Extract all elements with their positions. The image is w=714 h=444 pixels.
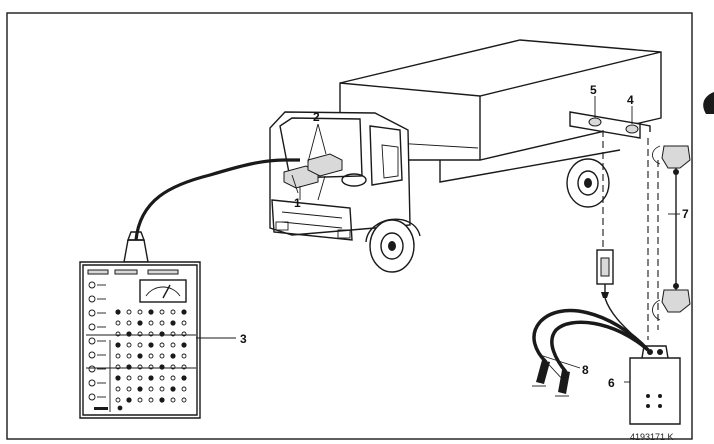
tester-socket bbox=[126, 309, 132, 315]
label-8: 8 bbox=[582, 363, 589, 377]
control-unit-left bbox=[283, 165, 319, 189]
tester-socket bbox=[126, 342, 132, 348]
label-2: 2 bbox=[313, 110, 320, 124]
tester-switch bbox=[88, 365, 96, 373]
tester-switch bbox=[88, 379, 96, 387]
tester-socket bbox=[159, 353, 165, 359]
tester-cable bbox=[134, 158, 300, 241]
figure-reference: 4193171 K bbox=[630, 432, 674, 442]
tester-socket bbox=[181, 331, 187, 337]
cable-clamps-8 bbox=[532, 308, 650, 397]
label-6: 6 bbox=[608, 376, 615, 390]
margin-mark bbox=[703, 92, 714, 114]
tester-socket bbox=[181, 342, 187, 348]
tester-socket bbox=[170, 320, 176, 326]
tester-socket bbox=[181, 364, 187, 370]
label-5: 5 bbox=[590, 83, 597, 97]
tester-socket bbox=[159, 309, 165, 315]
sensor-rod-7 bbox=[652, 145, 691, 321]
tester-socket bbox=[159, 386, 165, 392]
tester-socket bbox=[115, 364, 121, 370]
tester-socket bbox=[126, 386, 132, 392]
tester-socket bbox=[137, 364, 143, 370]
label-3: 3 bbox=[240, 332, 247, 346]
tester-switches bbox=[88, 281, 106, 401]
tester-socket bbox=[137, 331, 143, 337]
tester-socket bbox=[148, 331, 154, 337]
tester-socket bbox=[181, 386, 187, 392]
tester-socket bbox=[170, 386, 176, 392]
tester-unit bbox=[79, 261, 201, 419]
tester-socket bbox=[126, 364, 132, 370]
tester-switch bbox=[88, 309, 96, 317]
tester-socket bbox=[115, 342, 121, 348]
meter-display bbox=[139, 279, 187, 303]
tester-switch bbox=[88, 337, 96, 345]
tester-socket bbox=[137, 353, 143, 359]
tester-socket bbox=[115, 397, 121, 403]
tester-socket bbox=[137, 320, 143, 326]
tester-switch bbox=[88, 295, 96, 303]
tester-switch bbox=[88, 281, 96, 289]
tester-socket bbox=[126, 375, 132, 381]
tester-socket bbox=[170, 309, 176, 315]
tester-socket bbox=[159, 331, 165, 337]
tester-socket bbox=[148, 397, 154, 403]
tester-socket bbox=[181, 320, 187, 326]
tester-socket bbox=[137, 342, 143, 348]
tester-socket bbox=[115, 320, 121, 326]
tester-socket bbox=[148, 342, 154, 348]
tester-socket bbox=[137, 386, 143, 392]
power-box-6 bbox=[629, 345, 681, 425]
label-7: 7 bbox=[682, 207, 689, 221]
tester-socket bbox=[115, 375, 121, 381]
tester-socket bbox=[170, 331, 176, 337]
tester-socket bbox=[148, 309, 154, 315]
tester-socket bbox=[148, 375, 154, 381]
diagram-frame bbox=[6, 12, 693, 440]
tester-socket bbox=[170, 397, 176, 403]
tester-socket bbox=[148, 320, 154, 326]
tester-socket bbox=[137, 375, 143, 381]
tester-socket bbox=[170, 353, 176, 359]
tester-socket bbox=[148, 386, 154, 392]
tester-socket bbox=[115, 331, 121, 337]
tester-switch bbox=[88, 323, 96, 331]
tester-sockets bbox=[115, 309, 187, 403]
label-1: 1 bbox=[294, 196, 301, 210]
sensor-plug bbox=[596, 249, 649, 351]
sensor-bracket bbox=[569, 111, 651, 139]
tester-socket bbox=[159, 397, 165, 403]
tester-socket bbox=[115, 386, 121, 392]
tester-socket bbox=[126, 331, 132, 337]
tester-socket bbox=[181, 375, 187, 381]
tester-socket bbox=[137, 397, 143, 403]
tester-socket bbox=[126, 353, 132, 359]
tester-socket bbox=[148, 353, 154, 359]
tester-socket bbox=[181, 309, 187, 315]
tester-socket bbox=[126, 397, 132, 403]
tester-socket bbox=[126, 320, 132, 326]
tester-switch bbox=[88, 351, 96, 359]
label-4: 4 bbox=[627, 93, 634, 107]
tester-socket bbox=[159, 342, 165, 348]
tester-socket bbox=[159, 320, 165, 326]
tester-socket bbox=[137, 309, 143, 315]
truck bbox=[269, 39, 662, 273]
tester-socket bbox=[170, 375, 176, 381]
tester-socket bbox=[170, 342, 176, 348]
tester-socket bbox=[115, 309, 121, 315]
control-unit-right bbox=[307, 153, 343, 177]
tester-socket bbox=[148, 364, 154, 370]
tester-switch bbox=[88, 393, 96, 401]
tester-socket bbox=[115, 353, 121, 359]
tester-socket bbox=[181, 397, 187, 403]
tester-socket bbox=[181, 353, 187, 359]
tester-socket bbox=[170, 364, 176, 370]
tester-socket bbox=[159, 375, 165, 381]
tester-socket bbox=[159, 364, 165, 370]
